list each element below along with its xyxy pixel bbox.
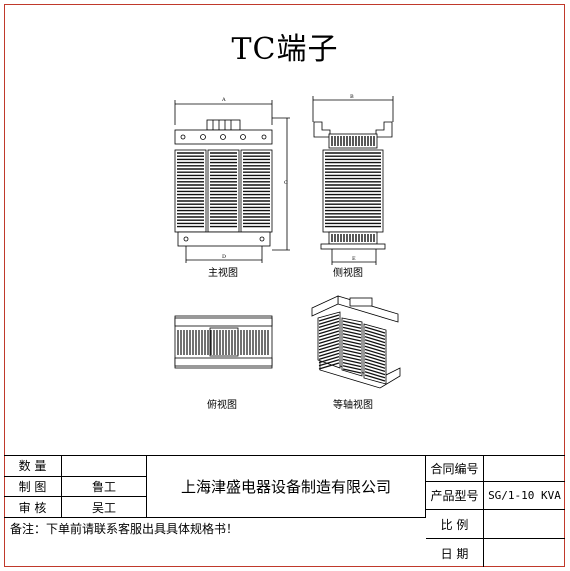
scale-label: 比 例 (426, 510, 484, 539)
review-value: 吴工 (62, 497, 147, 518)
front-view: A C D (174, 97, 290, 263)
drawing-title: TC端子 (231, 32, 339, 67)
model-value: SG/1-10 KVA (484, 482, 565, 510)
side-view-caption: 侧视图 (333, 266, 363, 279)
contract-label: 合同编号 (426, 455, 484, 482)
date-value (484, 539, 565, 567)
title-block: 数 量 制 图 鲁工 审 核 吴工 上海津盛电器设备制造有限公司 备注：下单前请… (4, 455, 565, 567)
contract-value (484, 455, 565, 482)
dim-d: D (222, 254, 226, 260)
iso-view-caption: 等轴视图 (333, 398, 373, 411)
top-view-caption: 俯视图 (207, 398, 237, 411)
date-label: 日 期 (426, 539, 484, 567)
review-label: 审 核 (4, 497, 62, 518)
dim-a: A (221, 97, 226, 103)
note: 备注：下单前请联系客服出具具体规格书！ (10, 521, 239, 536)
dim-e: E (352, 256, 356, 262)
scale-value (484, 510, 565, 539)
front-view-caption: 主视图 (208, 266, 238, 279)
dim-b: B (350, 94, 354, 100)
draw-label: 制 图 (4, 477, 62, 497)
drawing-frame (4, 4, 565, 567)
technical-drawing: A C D (174, 94, 401, 411)
qty-label: 数 量 (4, 455, 62, 477)
dim-c: C (284, 180, 288, 186)
model-label: 产品型号 (426, 482, 484, 510)
company-name: 上海津盛电器设备制造有限公司 (147, 455, 426, 518)
qty-value (62, 455, 147, 477)
draw-value: 鲁工 (62, 477, 147, 497)
